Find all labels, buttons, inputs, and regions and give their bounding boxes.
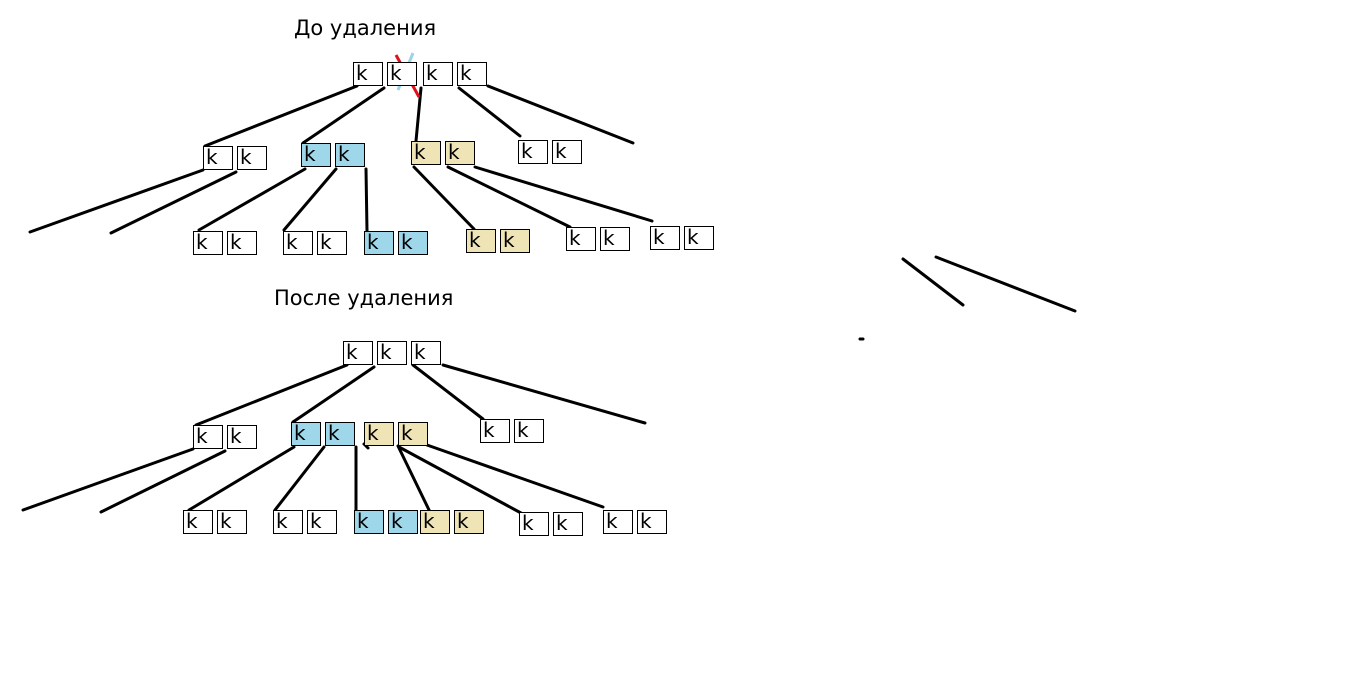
after-edge-l2n2-to-l3n2 (273, 445, 326, 512)
after-l2-node2-key-1: k (291, 422, 321, 446)
after-l3-node3-key-4: k (454, 510, 484, 534)
before-l2-node1-key-1: k (203, 146, 233, 170)
before-edge-l2n1-mid (109, 170, 238, 235)
title-after-deletion: После удаления (274, 286, 454, 310)
after-l3-node1-key-1: k (183, 510, 213, 534)
before-root-key-4: k (457, 62, 487, 86)
before-l2-node2-key-1: k (301, 143, 331, 167)
before-edge-root-to-l2-node1 (203, 84, 359, 148)
after-l3-node3-key-1: k (354, 510, 384, 534)
before-l2-node3-key-2: k (445, 141, 475, 165)
after-edge-l2n3-to-l3n4 (397, 445, 523, 515)
after-l3-node3-key-2: k (388, 510, 418, 534)
before-l3-node5-key-2: k (600, 227, 630, 251)
after-l3-node5-key-2: k (637, 510, 667, 534)
after-l2-node3-key-1: k (364, 422, 394, 446)
before-edge-root-to-l2-node3 (414, 86, 423, 143)
before-l3-node4-key-1: k (466, 229, 496, 253)
before-root-key-2: k (387, 62, 417, 86)
before-edge-l2n2-to-l3n1 (197, 167, 307, 232)
after-edge-l2n1-left (21, 447, 195, 512)
after-edge-root-to-l2-node1 (194, 363, 349, 427)
before-l3-node3-key-2: k (398, 231, 428, 255)
before-l2-node4-key-2: k (552, 140, 582, 164)
after-l3-node2-key-2: k (307, 510, 337, 534)
after-l3-node2-key-1: k (273, 510, 303, 534)
after-l2-node1-key-1: k (193, 425, 223, 449)
after-l2-node4-key-2: k (514, 419, 544, 443)
after-l2-node4-key-1: k (480, 419, 510, 443)
before-l2-node2-key-2: k (335, 143, 365, 167)
after-edge-l2n2-to-l3n1 (187, 445, 296, 512)
after-edge-l2n3-to-l3n5 (425, 443, 605, 509)
before-l2-node3-key-1: k (411, 141, 441, 165)
before-l3-node6-key-2: k (684, 226, 714, 250)
after-edge-root-to-offscreen (441, 363, 647, 425)
before-l3-node3-key-1: k (364, 231, 394, 255)
before-l3-node4-key-2: k (500, 229, 530, 253)
before-l3-node1-key-2: k (227, 231, 257, 255)
after-root-key-2: k (377, 341, 407, 365)
before-edge-l2n3-to-l3n4 (412, 165, 476, 231)
before-l2-node1-key-2: k (237, 146, 267, 170)
title-before-deletion: До удаления (294, 16, 437, 40)
after-root-key-3: k (411, 341, 441, 365)
after-edge-root-to-l2-node4 (411, 363, 485, 421)
after-l3-node4-key-2: k (553, 512, 583, 536)
after-l2-node1-key-2: k (227, 425, 257, 449)
stray-line-1 (901, 257, 965, 307)
after-edge-l2n1-mid (99, 449, 227, 514)
after-l2-node2-key-2: k (325, 422, 355, 446)
before-l3-node2-key-1: k (283, 231, 313, 255)
before-edge-l2n2-to-l3n2 (282, 167, 338, 232)
before-l3-node5-key-1: k (566, 227, 596, 251)
after-l3-node5-key-1: k (603, 510, 633, 534)
before-edge-l2n1-left (28, 168, 205, 234)
before-edge-l2n2-to-l3n3 (364, 167, 369, 233)
before-l3-node6-key-1: k (650, 226, 680, 250)
before-edge-root-to-offscreen (486, 84, 635, 145)
after-l3-node1-key-2: k (217, 510, 247, 534)
before-root-key-1: k (353, 62, 383, 86)
after-l2-node3-key-2: k (398, 422, 428, 446)
after-l3-node3-key-3: k (420, 510, 450, 534)
before-l3-node2-key-2: k (317, 231, 347, 255)
before-edge-l2n3-to-l3n5 (446, 165, 572, 229)
before-edge-root-to-l2-node4 (457, 86, 522, 138)
before-l2-node4-key-1: k (518, 140, 548, 164)
before-edge-l2n3-to-l3n6 (473, 165, 654, 223)
before-edge-root-to-l2-node2 (301, 86, 386, 145)
after-edge-root-to-l2-node2 (291, 365, 376, 424)
before-root-key-3: k (423, 62, 453, 86)
before-l3-node1-key-1: k (193, 231, 223, 255)
after-root-key-1: k (343, 341, 373, 365)
after-l3-node4-key-1: k (519, 512, 549, 536)
after-edge-l2n3-to-l3n3 (396, 444, 432, 514)
stray-line-2 (934, 255, 1077, 313)
